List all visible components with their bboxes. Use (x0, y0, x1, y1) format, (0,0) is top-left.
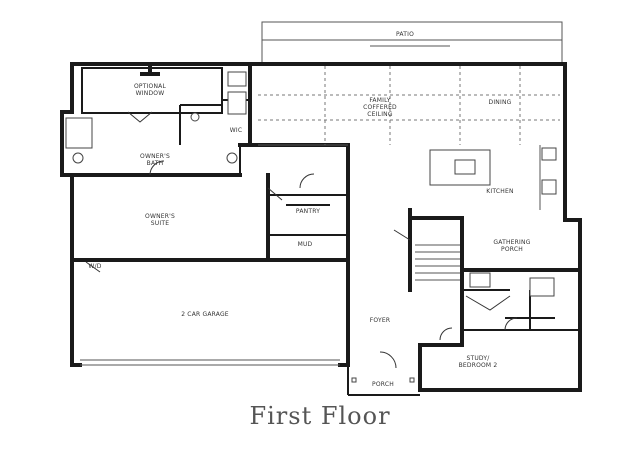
kitchen-fixtures (429, 145, 557, 210)
label-garage: 2 CAR GARAGE (181, 311, 229, 318)
label-foyer: FOYER (370, 317, 390, 324)
label-kitchen: KITCHEN (486, 188, 513, 195)
label-mud: MUD (298, 241, 313, 248)
label-study: STUDY/BEDROOM 2 (459, 355, 498, 369)
doors (85, 111, 518, 369)
bath-fixtures (65, 71, 555, 297)
label-porch: PORCH (372, 381, 394, 388)
interior-walls (70, 62, 582, 347)
label-dining: DINING (489, 99, 512, 106)
floor-title: First Floor (249, 402, 391, 430)
ceiling-lines (258, 66, 560, 146)
label-garage-note: W/D (88, 263, 101, 270)
porch-posts (351, 377, 415, 383)
patio-area (261, 21, 563, 65)
garage-door (80, 359, 340, 366)
label-pantry: PANTRY (296, 208, 320, 215)
label-patio: PATIO (396, 31, 414, 38)
stairs (415, 244, 460, 281)
label-wic: WIC (230, 127, 243, 134)
